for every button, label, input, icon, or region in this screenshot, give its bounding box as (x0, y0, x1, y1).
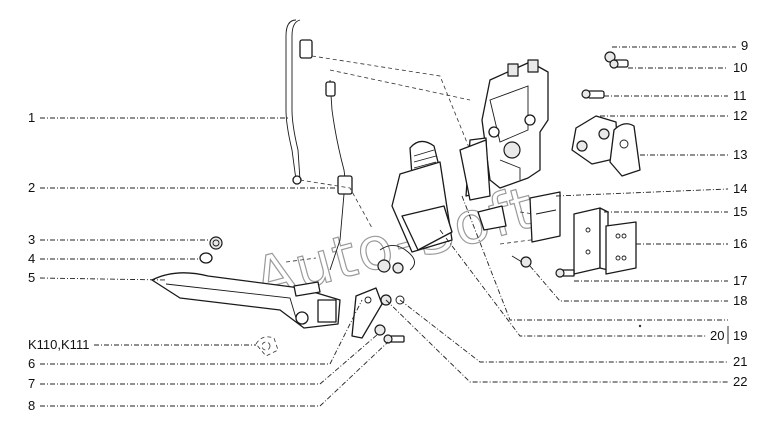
callout-label: 20 (710, 328, 724, 343)
callout-label: 18 (733, 293, 747, 308)
callout-3: 3 (28, 232, 208, 247)
callout-label: 12 (733, 108, 747, 123)
callout-5: 5 (28, 270, 167, 285)
variant-cylinder-part (255, 336, 279, 357)
variant-label: K110,K111 (28, 337, 89, 352)
callout-14: 14 (555, 181, 747, 197)
callout-18: 18 (529, 265, 747, 308)
screw-8-part (383, 334, 405, 344)
callout-label: 9 (741, 38, 748, 53)
nut-part (604, 51, 629, 69)
callout-label: 2 (28, 180, 35, 195)
callout-16: 16 (636, 236, 747, 251)
screw-part (511, 255, 532, 268)
callout-variant: K110,K111 (28, 337, 256, 352)
gasket-part (609, 123, 641, 177)
striker-part (573, 207, 609, 275)
callout-label: 16 (733, 236, 747, 251)
washer-7-part (374, 324, 386, 336)
callout-label: 11 (733, 88, 747, 103)
bolt-part (581, 89, 605, 99)
callout-4: 4 (28, 251, 198, 266)
callout-label: 15 (733, 204, 747, 219)
lock-rod-part (285, 19, 313, 185)
striker-bracket-part (571, 115, 619, 165)
callout-20: 20 (439, 229, 729, 344)
callout-21: 21 (399, 299, 747, 369)
callout-12: 12 (600, 108, 747, 123)
callout-label: 4 (28, 251, 35, 266)
callout-10: 10 (628, 60, 747, 75)
callout-label: 14 (733, 181, 747, 196)
lever-part (351, 287, 383, 339)
callout-7: 7 (28, 333, 379, 391)
callout-label: 7 (28, 376, 35, 391)
shim-part (605, 221, 637, 275)
washer-part (199, 252, 213, 264)
door-handle-part (151, 272, 341, 329)
callout-22: 22 (385, 299, 747, 389)
callout-label: 19 (733, 328, 747, 343)
callout-label: 13 (733, 147, 747, 162)
callout-19: 19 (461, 195, 747, 343)
callout-label: 3 (28, 232, 35, 247)
callout-8: 8 (28, 341, 389, 413)
callout-1: 1 (28, 110, 288, 125)
callout-13: 13 (640, 147, 747, 162)
link-rod-part (325, 79, 353, 271)
callout-label: 6 (28, 356, 35, 371)
callout-15: 15 (604, 204, 747, 219)
lock-actuator-part (377, 139, 491, 274)
lock-cylinder-nut-part (209, 236, 223, 250)
callout-label: 1 (28, 110, 35, 125)
callout-6: 6 (28, 299, 363, 371)
screw-17-part (555, 268, 575, 278)
callout-17: 17 (574, 273, 747, 288)
callout-label: 21 (733, 354, 747, 369)
callout-label: 17 (733, 273, 747, 288)
callout-11: 11 (604, 88, 747, 103)
assembly-lines (285, 55, 561, 263)
diagram-dot (638, 324, 642, 328)
callout-label: 5 (28, 270, 35, 285)
callout-label: 22 (733, 374, 747, 389)
callout-label: 10 (733, 60, 747, 75)
bracket-part (477, 191, 561, 243)
callout-2: 2 (28, 180, 336, 195)
callout-9: 9 (612, 38, 748, 53)
callout-label: 8 (28, 398, 35, 413)
